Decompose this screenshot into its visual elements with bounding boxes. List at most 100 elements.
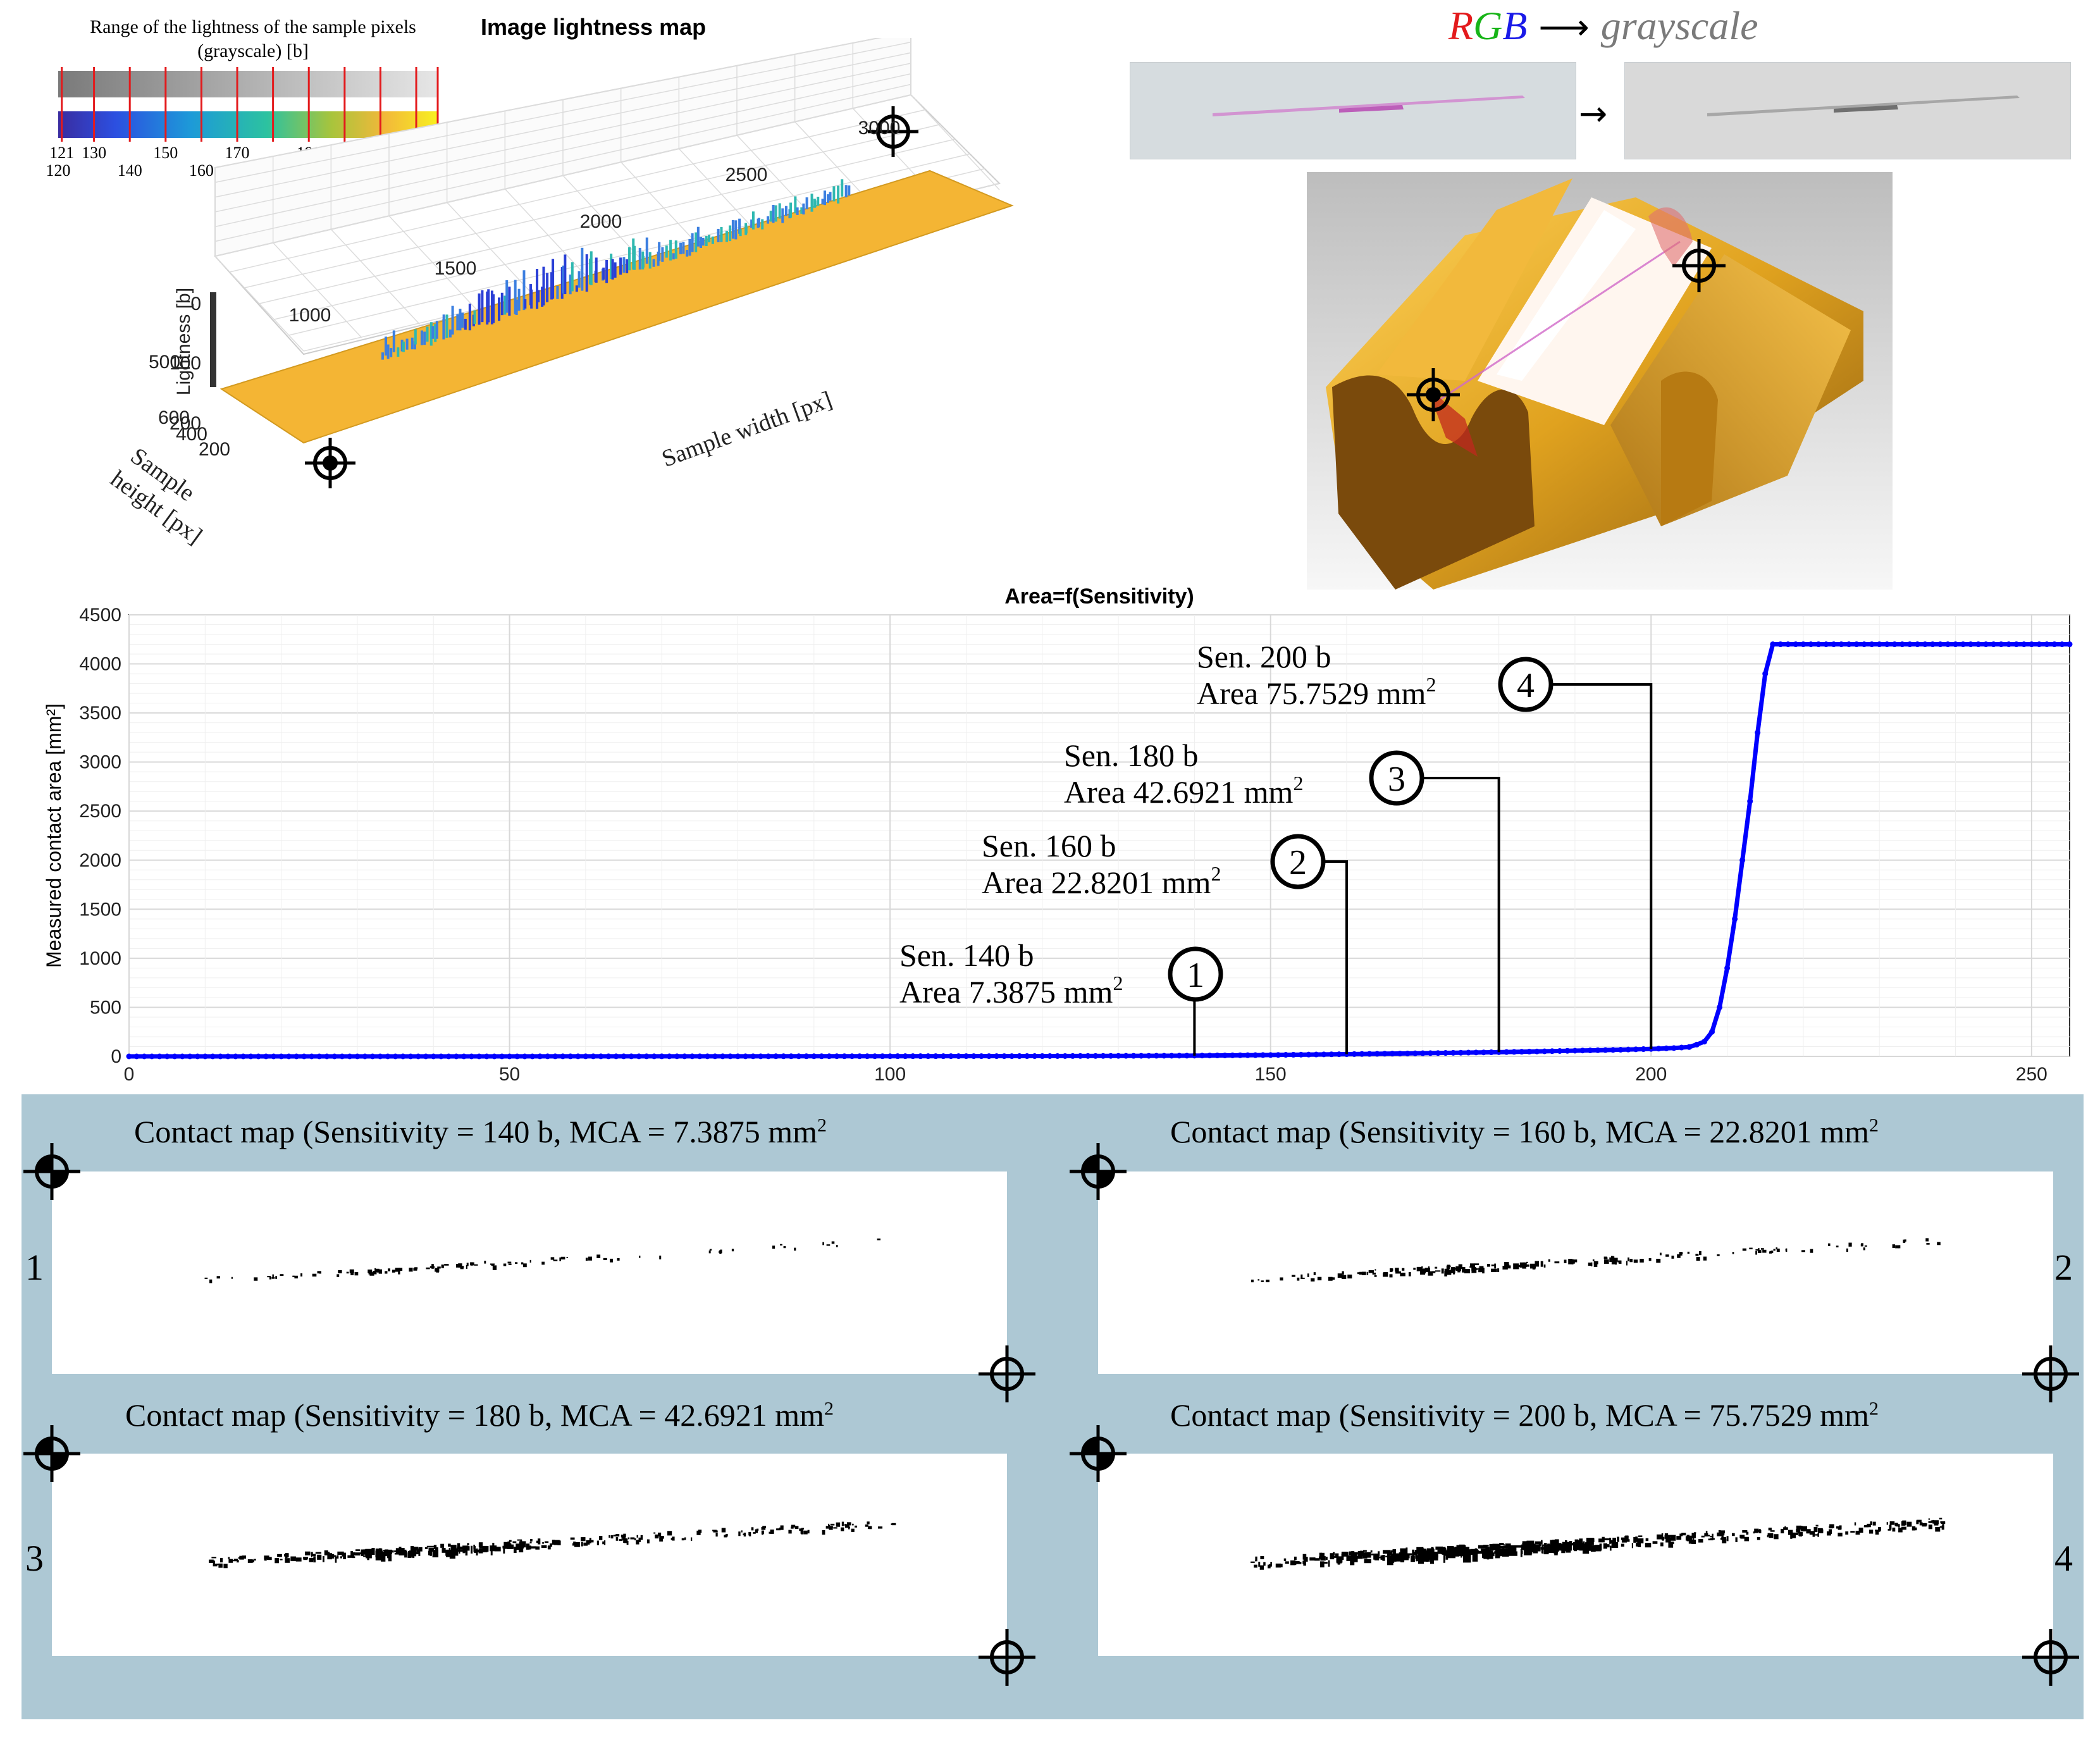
contact-spot (1754, 1528, 1759, 1533)
surface-spike (665, 245, 668, 258)
contact-spot (1618, 1261, 1622, 1264)
surface-spike (595, 257, 598, 283)
surface-spike (823, 190, 826, 206)
contact-spot (335, 1556, 337, 1563)
contact-spot (794, 1247, 796, 1251)
annotation-leader-line (1325, 860, 1349, 1054)
strip-arrow-icon: → (1579, 94, 1608, 133)
contact-map-image (1098, 1454, 2053, 1656)
surface-spike (602, 268, 605, 280)
surface-spike (682, 242, 685, 254)
series-marker (2036, 641, 2042, 648)
contact-spot (1732, 1533, 1735, 1536)
contact-spot (1328, 1276, 1333, 1281)
contact-spot (761, 1527, 766, 1530)
contact-spot (1324, 1562, 1328, 1564)
series-marker (1260, 1052, 1266, 1058)
surface-spike (500, 292, 503, 316)
contact-spot (826, 1244, 831, 1246)
contact-spot (720, 1249, 722, 1254)
z-tick-label: 100 (170, 353, 201, 374)
series-marker (1557, 1048, 1563, 1054)
x-axis-label: Sample width [px] (658, 386, 836, 473)
contact-spot (544, 1541, 549, 1543)
y-tick-label: 3500 (79, 703, 121, 724)
contact-spot (1838, 1527, 1841, 1530)
series-marker (522, 1053, 528, 1060)
contact-spot (322, 1555, 324, 1562)
series-marker (704, 1053, 710, 1060)
contact-spot (1940, 1521, 1945, 1523)
contact-spot (1875, 1530, 1879, 1535)
contact-spot (529, 1259, 531, 1263)
series-marker (1153, 1053, 1159, 1059)
contact-spot (1770, 1251, 1774, 1253)
series-marker (1762, 671, 1769, 677)
series-marker (910, 1053, 916, 1060)
series-marker (271, 1053, 277, 1060)
contact-spot (1337, 1273, 1343, 1278)
contact-spot (615, 1536, 619, 1541)
contact-spot (424, 1547, 428, 1549)
series-marker (1435, 1050, 1441, 1056)
contact-spot (1572, 1259, 1578, 1263)
contact-map-title-superscript: 2 (817, 1115, 827, 1136)
contact-spot (1704, 1533, 1708, 1536)
contact-spot (375, 1555, 383, 1561)
contact-spot (1439, 1550, 1445, 1553)
contact-spot (780, 1244, 782, 1246)
contact-spot (313, 1556, 316, 1562)
series-marker (1564, 1048, 1571, 1054)
contact-spot (435, 1547, 438, 1551)
contact-spot (1788, 1530, 1793, 1535)
series-marker (567, 1053, 574, 1060)
contact-spot (404, 1550, 407, 1558)
series-marker (453, 1053, 459, 1060)
contact-spot (1503, 1545, 1510, 1548)
colorbar-tick-label: 130 (82, 144, 106, 162)
contact-spot (1346, 1555, 1352, 1561)
contact-spot (1784, 1526, 1786, 1529)
contact-spot (466, 1265, 467, 1269)
series-marker (476, 1053, 482, 1060)
contact-spot (1522, 1548, 1526, 1550)
contact-spot (1257, 1279, 1260, 1281)
crosshair-marker-icon (868, 106, 918, 157)
series-marker (598, 1053, 604, 1060)
annotation-area: Area 7.3875 mm2 (899, 972, 1123, 1010)
x-tick-label: 2500 (726, 164, 768, 185)
contact-spot (1335, 1553, 1339, 1557)
contact-spot (363, 1555, 368, 1557)
contact-spot (312, 1273, 317, 1277)
contact-spot (337, 1551, 344, 1555)
contact-spot (1640, 1259, 1644, 1263)
contact-spot (413, 1268, 417, 1271)
contact-spot (1260, 1555, 1264, 1559)
contact-spot (1499, 1549, 1505, 1553)
annotation-number: 1 (1187, 956, 1204, 995)
contact-spot (1755, 1251, 1758, 1255)
contact-spot (1544, 1547, 1549, 1554)
contact-spot (1474, 1263, 1479, 1265)
surface-spike (420, 330, 423, 345)
contact-spot (509, 1540, 512, 1542)
contact-spot (621, 1535, 626, 1537)
surface-spike (434, 324, 437, 342)
surface-spike (445, 314, 448, 338)
series-marker (1298, 1051, 1304, 1058)
series-marker (164, 1053, 170, 1060)
series-marker (1427, 1050, 1433, 1056)
series-marker (2029, 641, 2035, 648)
contact-spot (552, 1540, 555, 1545)
contact-spot (492, 1265, 497, 1270)
contact-spot (363, 1549, 369, 1555)
contact-spot (1595, 1545, 1602, 1552)
contact-spot (355, 1549, 360, 1552)
contact-spot (213, 1561, 215, 1566)
series-marker (1070, 1053, 1076, 1059)
contact-spot (474, 1549, 477, 1554)
contact-spot (1562, 1546, 1564, 1548)
surface-spike (390, 348, 393, 357)
surface-spike (435, 321, 438, 339)
grayscale-bar (58, 71, 438, 97)
